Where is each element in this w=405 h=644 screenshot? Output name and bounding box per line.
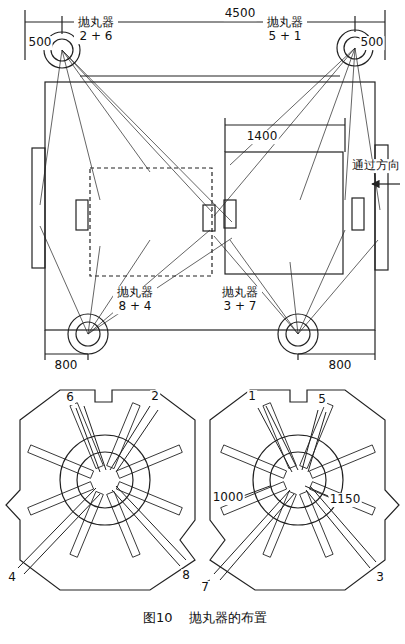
feed-tube	[302, 410, 326, 472]
leader-line	[243, 486, 270, 496]
wheel-label: 抛丸器 5 + 1	[263, 16, 307, 44]
blades	[28, 403, 376, 558]
blade	[263, 403, 296, 469]
extension-line	[297, 354, 298, 360]
blast-line	[40, 226, 232, 334]
dimension-label: 800	[54, 359, 79, 373]
wheel-rim	[253, 435, 343, 525]
blast-line	[40, 50, 232, 222]
callout-number: 5	[317, 393, 327, 407]
feed-tube	[76, 406, 106, 472]
extension-line	[344, 118, 345, 152]
blade	[116, 482, 182, 515]
dimension-label: 通过方向	[351, 159, 401, 173]
extension-line	[374, 330, 375, 360]
door-left	[32, 148, 45, 268]
feed-tube	[258, 406, 298, 472]
fixture	[352, 198, 364, 230]
extension-line	[61, 16, 62, 34]
blade	[309, 445, 375, 478]
wheel-hub	[77, 452, 133, 508]
wheel-label: 抛丸器 8 + 4	[113, 286, 157, 314]
extension-line	[87, 354, 88, 360]
blade	[309, 482, 375, 515]
leader-line	[305, 486, 328, 496]
feed-tubes	[18, 406, 376, 585]
callout-number: 8	[181, 569, 191, 583]
dimension-label: 1400	[246, 130, 279, 144]
chamber-wall	[80, 75, 340, 76]
callout-number: 6	[65, 391, 75, 405]
blast-fan	[40, 48, 380, 334]
wheel-hub	[270, 452, 326, 508]
blade	[28, 445, 94, 478]
wheel-housing	[6, 390, 195, 590]
chamber-outline	[45, 82, 375, 330]
workpiece	[90, 168, 212, 276]
dimension-label: 4500	[224, 7, 257, 21]
feed-tube	[306, 486, 376, 568]
blade	[107, 491, 140, 557]
callout-number: 2	[150, 390, 160, 404]
callout-number: 4	[7, 571, 17, 585]
blade	[70, 491, 103, 557]
dimension-label: 500	[360, 36, 385, 50]
dimension-label: 1150	[329, 493, 362, 507]
wheel-label: 抛丸器 3 + 7	[218, 286, 262, 314]
feed-tube	[110, 406, 158, 472]
wheel-label: 抛丸器 2 + 6	[74, 16, 118, 44]
fixture	[76, 200, 88, 230]
extension-line	[384, 10, 385, 60]
callout-number: 7	[200, 581, 210, 595]
dimension-line	[45, 353, 88, 354]
figure-caption: 图10 抛丸器的布置	[143, 609, 267, 627]
blade	[107, 403, 140, 469]
fixture	[224, 200, 236, 228]
blast-line	[214, 230, 378, 334]
dimension-label: 800	[328, 359, 353, 373]
blade	[116, 445, 182, 478]
wheel-housing	[210, 390, 399, 590]
feed-tube	[112, 486, 186, 566]
dimension-label: 500	[28, 36, 53, 50]
blade	[221, 445, 287, 478]
blade	[28, 482, 94, 515]
callout-number: 1	[247, 390, 257, 404]
dimension-label: 1000	[212, 491, 245, 505]
extension-line	[44, 330, 45, 360]
extension-line	[24, 10, 25, 60]
workpiece	[225, 152, 343, 274]
blast-line	[214, 48, 380, 216]
feed-tube	[18, 488, 100, 574]
dimension-line	[298, 353, 375, 354]
callout-number: 3	[375, 571, 385, 585]
extension-line	[224, 118, 225, 152]
